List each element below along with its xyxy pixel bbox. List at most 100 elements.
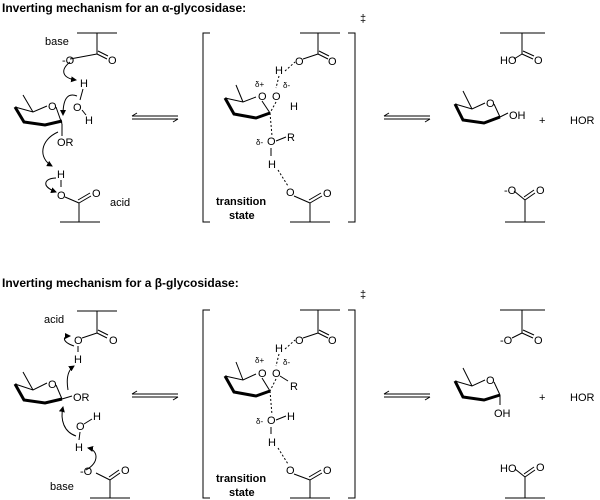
beta-ts-label-1: transition bbox=[216, 473, 266, 485]
beta-ts-delta-minus-2: δ- bbox=[256, 417, 263, 426]
beta-ts-o3: O bbox=[286, 465, 295, 477]
alpha-title: Inverting mechanism for an α-glycosidase… bbox=[2, 1, 246, 15]
beta-acid-o2: O bbox=[109, 335, 118, 347]
beta-ts-h3: H bbox=[268, 437, 276, 449]
alpha-ts-label-1: transition bbox=[216, 196, 266, 208]
beta-ring-o: O bbox=[48, 379, 57, 391]
alpha-base-o: O bbox=[108, 55, 117, 67]
alpha-ts-o2: O bbox=[328, 56, 337, 68]
alpha-product-o-minus: -O bbox=[504, 185, 517, 197]
alpha-base-label: base bbox=[45, 36, 69, 48]
beta-dagger: ‡ bbox=[360, 289, 366, 301]
alpha-ts-r: R bbox=[287, 132, 295, 144]
beta-arrow-2 bbox=[66, 365, 75, 391]
beta-ts-h2: H bbox=[287, 411, 295, 423]
alpha-product-o: O bbox=[534, 55, 543, 67]
beta-equilibrium-arrow-1 bbox=[131, 390, 179, 401]
alpha-ts-ring-o: O bbox=[258, 91, 267, 103]
alpha-ts-water-o: O bbox=[272, 91, 281, 103]
alpha-acid-h: H bbox=[57, 169, 65, 181]
beta-ts-ring-o: O bbox=[258, 368, 267, 380]
beta-arrow-3 bbox=[58, 406, 77, 437]
beta-ts-o1: O bbox=[295, 335, 304, 347]
beta-product-o: O bbox=[534, 335, 543, 347]
alpha-arrow-4 bbox=[45, 177, 57, 194]
alpha-dagger: ‡ bbox=[360, 13, 366, 25]
alpha-arrow-1 bbox=[63, 61, 77, 83]
alpha-base-o-minus: -O bbox=[62, 55, 75, 67]
alpha-base-carboxylate: -O O base bbox=[45, 32, 117, 67]
beta-plus: + bbox=[539, 392, 545, 404]
alpha-ts-delta-plus: δ+ bbox=[255, 80, 264, 89]
beta-products: -O O O OH + HOR HO O bbox=[453, 309, 595, 499]
alpha-acid-carboxylate: H O O acid bbox=[57, 169, 130, 223]
beta-equilibrium-arrow-2 bbox=[383, 390, 431, 401]
beta-water-h2: H bbox=[75, 442, 83, 454]
alpha-ts-label-2: state bbox=[229, 210, 255, 222]
beta-product-ring-o: O bbox=[486, 375, 495, 387]
alpha-product-ring-o: O bbox=[486, 98, 495, 110]
beta-mechanism: Inverting mechanism for a β-glycosidase:… bbox=[2, 276, 595, 499]
alpha-equilibrium-arrow-2 bbox=[383, 112, 431, 123]
alpha-mechanism: Inverting mechanism for an α-glycosidase… bbox=[2, 1, 595, 223]
beta-sugar-ring: O OR bbox=[13, 371, 90, 405]
beta-transition-state: ‡ O O H δ+ δ- O O R δ- O H H O bbox=[202, 289, 366, 499]
beta-water-h1: H bbox=[93, 411, 101, 423]
alpha-transition-state: ‡ O O H δ+ δ- O O H δ- O R H O bbox=[202, 13, 366, 223]
beta-base-label: base bbox=[50, 481, 74, 493]
beta-product-oh: OH bbox=[494, 408, 511, 420]
alpha-hor: HOR bbox=[570, 115, 595, 127]
beta-water-o: O bbox=[76, 421, 85, 433]
beta-acid-o: O bbox=[74, 335, 83, 347]
alpha-ts-o4: O bbox=[323, 188, 332, 200]
beta-ts-label-2: state bbox=[229, 487, 255, 499]
beta-base-o: O bbox=[121, 465, 130, 477]
beta-ts-h1: H bbox=[275, 343, 283, 355]
alpha-ts-o1: O bbox=[295, 56, 304, 68]
alpha-ts-delta-minus-1: δ- bbox=[283, 81, 290, 90]
beta-ts-r: R bbox=[290, 381, 298, 393]
alpha-product-o2: O bbox=[536, 185, 545, 197]
alpha-ts-h2: H bbox=[290, 101, 298, 113]
alpha-ring-or: OR bbox=[57, 137, 74, 149]
beta-ts-delta-minus-1: δ- bbox=[283, 358, 290, 367]
alpha-water-h1: H bbox=[80, 78, 88, 90]
alpha-product-oh: OH bbox=[509, 110, 526, 122]
alpha-equilibrium-arrow-1 bbox=[131, 112, 179, 123]
beta-ring-or: OR bbox=[73, 392, 90, 404]
beta-arrow-1 bbox=[64, 333, 75, 347]
alpha-ring-o: O bbox=[48, 101, 57, 113]
alpha-acid-o2: O bbox=[92, 188, 101, 200]
beta-ts-or-o: O bbox=[272, 368, 281, 380]
alpha-water-o: O bbox=[73, 102, 82, 114]
beta-base-carboxylate: -O O base bbox=[50, 465, 130, 499]
beta-ts-o4: O bbox=[323, 465, 332, 477]
alpha-products: HO O O OH + HOR -O O bbox=[453, 32, 595, 223]
alpha-ts-h3: H bbox=[268, 159, 276, 171]
alpha-product-ho: HO bbox=[500, 55, 517, 67]
beta-ts-delta-plus: δ+ bbox=[255, 356, 264, 365]
alpha-arrow-3 bbox=[42, 131, 59, 167]
beta-hor: HOR bbox=[570, 392, 595, 404]
beta-acid-label: acid bbox=[44, 314, 64, 326]
alpha-ts-h1: H bbox=[275, 65, 283, 77]
alpha-arrow-2 bbox=[60, 94, 78, 116]
beta-acid-h: H bbox=[74, 354, 82, 366]
alpha-acid-label: acid bbox=[110, 197, 130, 209]
alpha-water-h2: H bbox=[85, 115, 93, 127]
alpha-sugar-ring: O OR bbox=[13, 94, 74, 149]
beta-ts-o2: O bbox=[328, 335, 337, 347]
beta-product-ho: HO bbox=[500, 463, 517, 475]
beta-arrow-4 bbox=[85, 446, 97, 471]
beta-ts-water-o: O bbox=[267, 415, 276, 427]
beta-product-o2: O bbox=[536, 462, 545, 474]
alpha-plus: + bbox=[539, 115, 545, 127]
beta-acid-carboxylate: O O acid H bbox=[44, 310, 118, 366]
alpha-ts-o3: O bbox=[286, 187, 295, 199]
alpha-ts-delta-minus-2: δ- bbox=[256, 138, 263, 147]
alpha-ts-or-o: O bbox=[267, 136, 276, 148]
alpha-acid-o: O bbox=[57, 190, 66, 202]
beta-product-o-minus: -O bbox=[500, 335, 513, 347]
